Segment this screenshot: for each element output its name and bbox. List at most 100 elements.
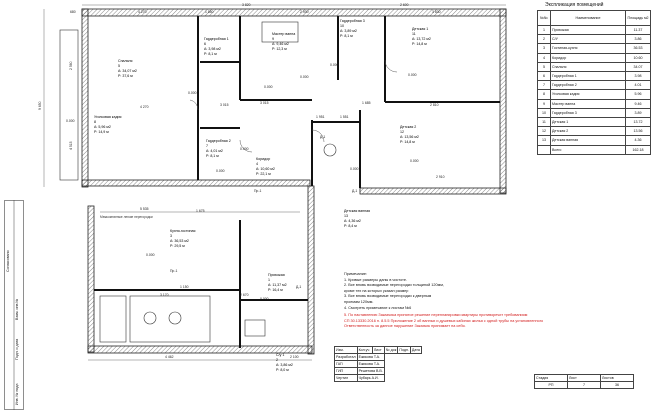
dimension-label: 1 675 xyxy=(196,209,205,213)
room-area: А: 3,86 м2 xyxy=(276,363,293,367)
room-perim: Р: 8,1 м xyxy=(204,52,217,56)
door-code: Д-1 xyxy=(320,135,325,139)
dimension-label: 1 685 xyxy=(362,101,371,105)
row-num: 9 xyxy=(537,98,551,109)
note-red-line: 5. По наставлению Заказчика принятое реш… xyxy=(344,313,528,318)
room-num: 12 xyxy=(400,130,404,134)
room-num: 7 xyxy=(206,144,208,148)
row-area: 11.37 xyxy=(625,24,651,36)
room-num: 13 xyxy=(344,214,348,218)
room-perim: Р: 8,1 м xyxy=(340,34,353,38)
dimension-label: 1 150 xyxy=(180,285,189,289)
room-num: 4 xyxy=(256,162,258,166)
row-name: Мастер ванна xyxy=(550,98,626,109)
stamp-person: Чубарь А.И. xyxy=(356,374,385,382)
total-label: Всего xyxy=(550,144,626,155)
elevation-mark: 0.000 xyxy=(410,159,419,163)
room-perim: Р: 22,1 м xyxy=(256,172,271,176)
side-label: Подп. и дата xyxy=(15,338,19,360)
room-name: Прихожая xyxy=(268,273,285,277)
door-code: Пр-1 xyxy=(254,189,261,193)
dimension-label: 1 551 xyxy=(340,115,349,119)
row-area: 5.96 xyxy=(625,89,651,100)
row-name: Гардеробная 2 xyxy=(550,80,626,91)
stage-value: 7 xyxy=(567,381,601,389)
side-label: Взам. инв.№ xyxy=(15,298,19,320)
row-name: Детская 1 xyxy=(550,117,626,128)
row-num: 11 xyxy=(537,117,551,128)
dimension-label: 3 015 xyxy=(220,103,229,107)
dimension-label: 2 670 xyxy=(240,293,249,297)
row-area: 10.60 xyxy=(625,52,651,63)
room-area: А: 10,60 м2 xyxy=(256,167,275,171)
row-num: 4 xyxy=(537,52,551,63)
row-name: Гостиная-кухня xyxy=(550,43,626,54)
row-num: 6 xyxy=(537,71,551,82)
total-value: 162.18 xyxy=(625,144,651,155)
room-area: А: 36,53 м2 xyxy=(170,239,189,243)
dimension-label: 4 462 xyxy=(165,355,174,359)
room-area: А: 4,01 м2 xyxy=(206,149,223,153)
row-name: Гардеробная 1 xyxy=(550,71,626,82)
room-perim: Р: 8,0 м xyxy=(276,368,289,372)
stamp-person: Ежикова Т.А. xyxy=(356,353,385,361)
room-perim: Р: 14,8 м xyxy=(400,140,415,144)
dimension-label: 3 170 xyxy=(160,293,169,297)
stamp-person: Решетова В.В. xyxy=(356,367,385,375)
dimension-label: 3 015 xyxy=(260,101,269,105)
elevation-mark: 0.000 xyxy=(408,73,417,77)
dimension-label: 2 100 xyxy=(290,355,299,359)
stage-header: Стадия xyxy=(534,374,568,382)
room-name: Гардеробная 1 xyxy=(204,37,229,41)
room-name: Гардеробная 2 xyxy=(206,139,231,143)
dimension-label: 1 850 xyxy=(205,10,214,14)
dimension-label: 5 535 xyxy=(140,207,149,211)
row-area: 4.36 xyxy=(625,135,651,146)
row-name: Коридор xyxy=(550,52,626,63)
room-num: 8 xyxy=(94,120,96,124)
stage-header: Листов xyxy=(600,374,634,382)
room-name: С/у 1 xyxy=(276,353,284,357)
balcony xyxy=(59,29,79,181)
dimension-label: 2 930 xyxy=(300,10,309,14)
room-name: Детская 2 xyxy=(400,125,416,129)
elevation-mark: 0.000 xyxy=(188,91,197,95)
note-line: 2. Все вновь возводимые перегородки толщ… xyxy=(344,283,444,288)
room-num: 9 xyxy=(272,37,274,41)
dimension-label: 680 xyxy=(70,10,76,14)
stamp-role: ГАП xyxy=(334,360,358,368)
stamp-col: Дата xyxy=(409,346,422,354)
stamp-col: Подп. xyxy=(397,346,411,354)
elevation-mark: 0.000 xyxy=(300,75,309,79)
note-red-line: СП 30.13330.2016 п. 8.5.5 Приложение 2 о… xyxy=(344,318,544,323)
row-num: 8 xyxy=(537,89,551,100)
row-name: С/У xyxy=(550,34,626,45)
stamp-col: № док xyxy=(383,346,399,354)
door-code: Д-1 xyxy=(352,189,357,193)
red-note: 5. По наставлению Заказчика принятое реш… xyxy=(344,313,544,330)
stage-value: 36 xyxy=(600,381,634,389)
row-num: 13 xyxy=(537,135,551,146)
room-perim: Р: 16,4 м xyxy=(268,288,283,292)
room-area: А: 3,98 м2 xyxy=(204,47,221,51)
stamp-role: Чертил xyxy=(334,374,358,382)
dimension-label: 4 270 xyxy=(140,105,149,109)
explication-table: Экспликация помещений №№ Наименование Пл… xyxy=(537,2,651,155)
note-line: кроме тех на которых указан размер xyxy=(344,288,409,293)
room-name: Мастер ванна xyxy=(272,32,295,36)
room-area: А: 34,07 м2 xyxy=(118,69,137,73)
row-num: 12 xyxy=(537,126,551,137)
dimension-label: 2 910 xyxy=(436,175,445,179)
side-label: Согласовано xyxy=(6,250,10,272)
row-num: 1 xyxy=(537,24,551,36)
door-code: Пр-1 xyxy=(170,269,177,273)
